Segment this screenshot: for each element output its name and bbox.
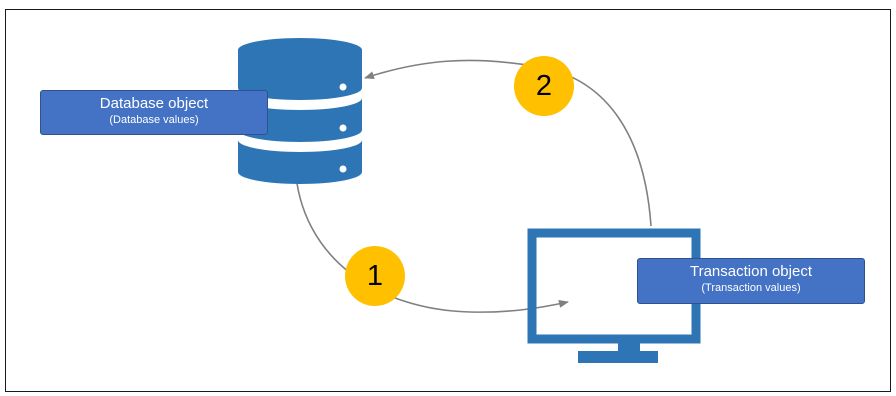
arrow-load-to-transaction	[294, 164, 569, 313]
database-object-title: Database object	[99, 95, 209, 112]
step-1-badge: 1	[345, 246, 405, 306]
database-object-label: Database object (Database values)	[40, 90, 268, 135]
diagram-frame	[5, 9, 891, 392]
transaction-object-title: Transaction object	[689, 263, 812, 280]
transaction-object-label: Transaction object (Transaction values)	[637, 258, 865, 304]
database-icon	[238, 38, 362, 184]
database-object-subtitle: (Database values)	[109, 114, 199, 126]
arrow-save-to-database	[364, 59, 652, 227]
step-2-badge: 2	[514, 56, 574, 116]
transaction-object-subtitle: (Transaction values)	[701, 282, 801, 294]
